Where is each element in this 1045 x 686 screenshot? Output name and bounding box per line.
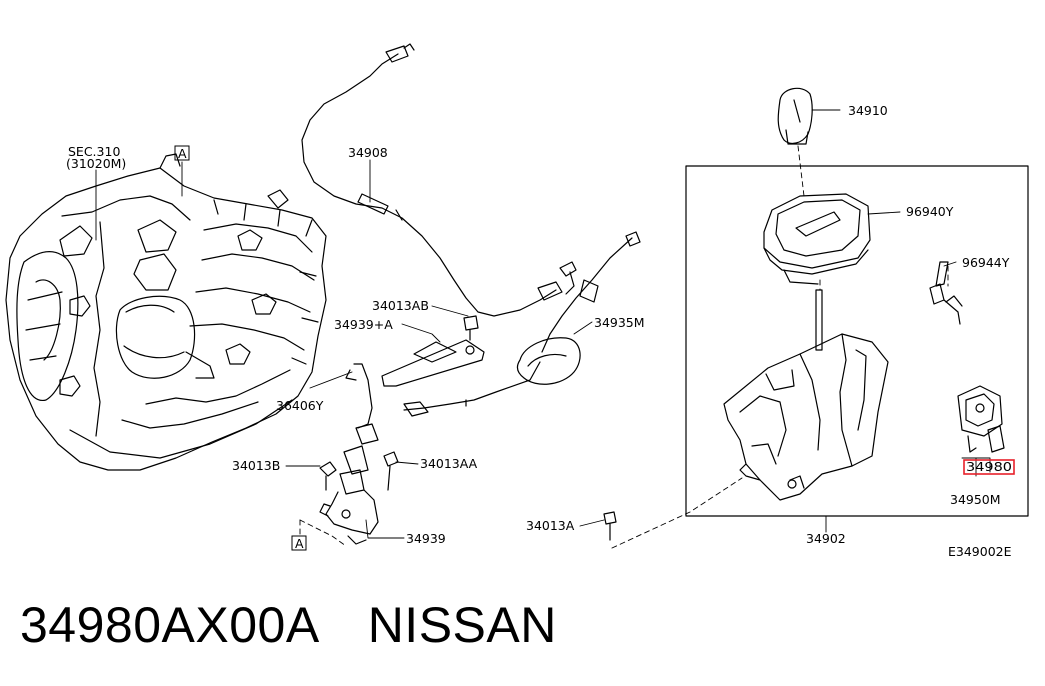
label-sec: SEC.310 bbox=[68, 144, 120, 159]
label-34950M: 34950M bbox=[950, 492, 1001, 507]
label-34908: 34908 bbox=[348, 145, 388, 160]
label-sec-sub: (31020M) bbox=[66, 156, 126, 171]
solenoid-34950M bbox=[957, 385, 1005, 453]
control-cable-34935M bbox=[403, 231, 641, 417]
label-34910: 34910 bbox=[848, 103, 888, 118]
label-34935M: 34935M bbox=[594, 315, 645, 330]
label-ref-a-top: A bbox=[178, 146, 187, 161]
shifter-base-34902 bbox=[723, 289, 889, 501]
label-96944Y: 96944Y bbox=[962, 255, 1010, 270]
label-34939: 34939 bbox=[406, 531, 446, 546]
shift-knob-34910 bbox=[777, 87, 813, 145]
leader-lines bbox=[95, 109, 991, 539]
label-36406Y: 36406Y bbox=[276, 398, 324, 413]
dashed-guide-lines bbox=[299, 145, 949, 549]
highlight-box bbox=[963, 459, 1015, 475]
label-34980: 34980 bbox=[966, 459, 1012, 474]
bolt-34013A bbox=[603, 511, 617, 541]
switch-96944Y bbox=[929, 261, 963, 325]
bracket-34939-a bbox=[381, 315, 485, 387]
label-ref-a-bottom: A bbox=[295, 536, 304, 551]
label-34902: 34902 bbox=[806, 531, 846, 546]
bracket-34939 bbox=[319, 363, 399, 545]
label-34013B: 34013B bbox=[232, 458, 280, 473]
part-caption: 34980AX00A NISSAN bbox=[20, 596, 557, 654]
shift-cable-34908 bbox=[301, 43, 577, 317]
label-34013AB: 34013AB bbox=[372, 298, 429, 313]
label-96940Y: 96940Y bbox=[906, 204, 954, 219]
part-number: 34980AX00A bbox=[20, 597, 320, 653]
label-34939A: 34939+A bbox=[334, 317, 393, 332]
brand-name: NISSAN bbox=[367, 597, 557, 653]
indicator-96940Y bbox=[763, 193, 871, 285]
label-34013AA: 34013AA bbox=[420, 456, 478, 471]
transmission-assembly bbox=[5, 153, 327, 471]
shifter-group-box bbox=[685, 165, 1029, 517]
ref-box-bottom bbox=[291, 535, 307, 551]
reference-code: E349002E bbox=[948, 544, 1012, 559]
label-34013A: 34013A bbox=[526, 518, 575, 533]
ref-box-top bbox=[174, 145, 190, 161]
